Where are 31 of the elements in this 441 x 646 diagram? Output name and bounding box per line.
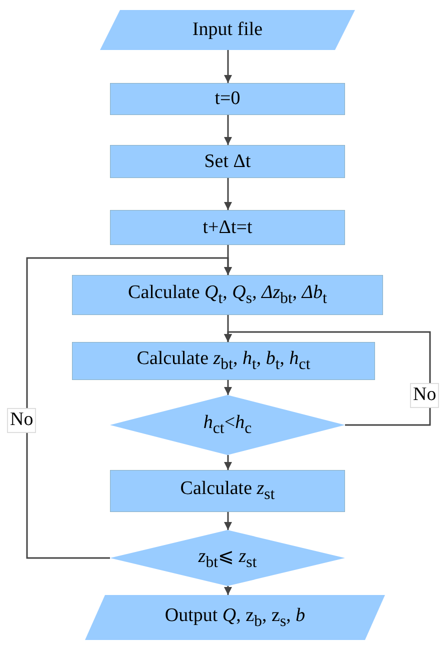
arrow bbox=[224, 115, 232, 145]
process-box bbox=[110, 210, 345, 245]
process-box bbox=[110, 83, 345, 115]
decision-diamond bbox=[110, 395, 345, 455]
process-box bbox=[72, 275, 383, 315]
process-box bbox=[110, 145, 345, 178]
arrow bbox=[26, 257, 232, 559]
arrow bbox=[224, 512, 232, 530]
process-box bbox=[110, 470, 345, 512]
io-parallelogram bbox=[100, 10, 355, 50]
arrow bbox=[224, 178, 232, 210]
arrow bbox=[224, 586, 232, 595]
arrow bbox=[224, 50, 232, 83]
io-parallelogram bbox=[85, 595, 385, 640]
decision-diamond bbox=[110, 530, 345, 586]
node-text: t=0 bbox=[214, 88, 240, 110]
node-text: z$_{bt}$⩽ z$_{st}$ bbox=[198, 545, 257, 572]
node-text: t+Δt=t bbox=[202, 216, 252, 238]
edge-label: No bbox=[410, 383, 440, 408]
edge-label: No bbox=[7, 408, 36, 433]
node-text: Calculate Q$_{t}$, Q$_{s}$, Δz$_{bt}$, Δb$_{t}$ bbox=[128, 282, 327, 308]
arrow bbox=[224, 380, 232, 395]
node-text: Input file bbox=[192, 19, 263, 41]
node-text: Calculate z$_{st}$ bbox=[180, 478, 275, 504]
node-text: Set Δt bbox=[204, 150, 251, 172]
node-text: Calculate z$_{bt}$, h$_{t}$, b$_{t}$, h$_{ct}$ bbox=[136, 348, 310, 374]
node-text: Output Q, z$_{b}$, z$_{s}$, b bbox=[164, 604, 306, 630]
arrow bbox=[224, 331, 431, 426]
arrow bbox=[224, 455, 232, 470]
node-text: h$_{ct}$<h$_{c}$ bbox=[203, 412, 252, 438]
process-box bbox=[72, 342, 375, 380]
